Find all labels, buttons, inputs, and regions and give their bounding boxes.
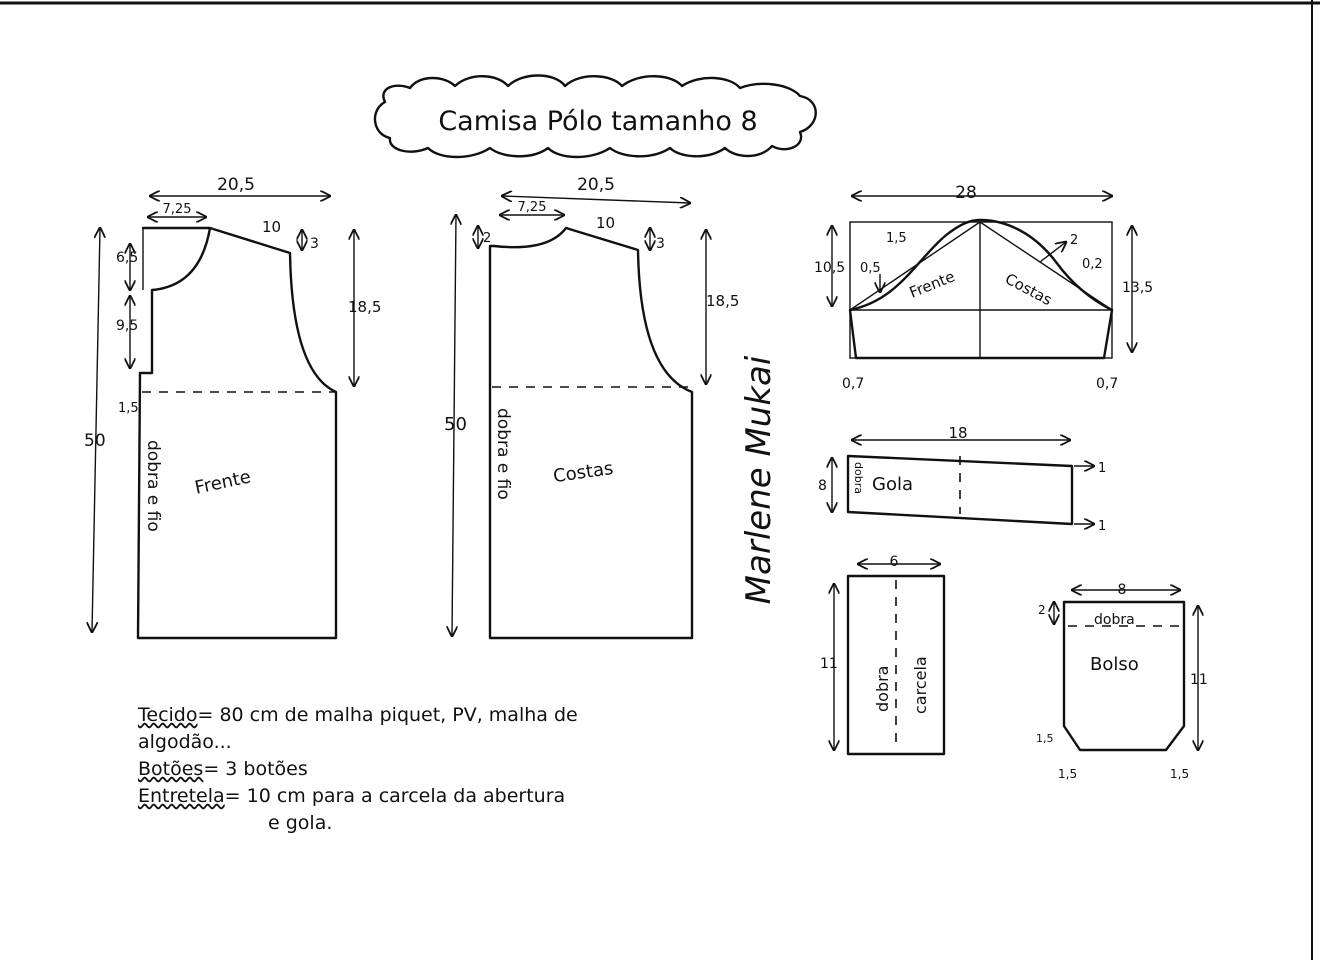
sleeve-curve-d-label: 0,2: [1082, 257, 1103, 272]
back-neck-depth-label: 2: [483, 231, 491, 246]
front-neck-label: 7,25: [163, 202, 192, 217]
pocket-outline: [1062, 600, 1186, 752]
collar-height-label: 8: [818, 478, 827, 494]
front-label: Frente: [193, 466, 253, 498]
back-length-label: 50: [444, 414, 467, 435]
front-fold-label: dobra e fio: [143, 440, 163, 532]
sleeve-back-label: Costas: [1002, 270, 1055, 310]
sleeve-piece: 28 10,5 13,5 1,5 0,5 2 0,2 Frente Costas…: [814, 183, 1153, 392]
interfacing-note: Entretela= 10 cm para a carcela da abert…: [138, 783, 758, 810]
title-cloud: Camisa Pólo tamanho 8: [373, 74, 817, 159]
sleeve-curve-a-label: 1,5: [886, 231, 907, 246]
back-shoulder-label: 10: [596, 214, 615, 232]
front-placket-width-label: 1,5: [118, 401, 139, 416]
sleeve-outline: [848, 218, 1114, 360]
front-neck-depth-label: 6,5: [116, 250, 138, 266]
pocket-piece: 8 11 2 dobra Bolso 1,5 1,5 1,5: [1036, 582, 1208, 781]
front-length-label: 50: [84, 431, 106, 451]
fabric-key: Tecido: [138, 704, 198, 726]
back-label: Costas: [552, 458, 615, 487]
pocket-fold-depth-label: 2: [1038, 603, 1046, 617]
page-title: Camisa Pólo tamanho 8: [438, 106, 757, 137]
placket-width-label: 6: [890, 554, 899, 570]
front-shoulder-label: 10: [262, 218, 281, 236]
fabric-note-2: algodão...: [138, 731, 232, 753]
collar-fold-label: dobra: [852, 462, 865, 494]
back-shoulder-drop-label: 3: [656, 236, 665, 252]
sleeve-hem-left-label: 0,7: [842, 376, 864, 392]
placket-fold-label: dobra: [873, 666, 892, 712]
signature: Marlene Mukai: [739, 355, 779, 604]
pocket-width-label: 8: [1118, 582, 1127, 598]
fabric-text: = 80 cm de malha piquet, PV, malha de: [197, 704, 578, 726]
placket-piece: 6 11 dobra carcela: [820, 554, 946, 756]
buttons-key: Botões: [138, 758, 204, 780]
front-shoulder-drop-label: 3: [310, 236, 319, 252]
sleeve-front-label: Frente: [907, 267, 958, 301]
pocket-label: Bolso: [1090, 654, 1139, 675]
interfacing-text: = 10 cm para a carcela da abertura: [224, 785, 566, 807]
placket-outline: [846, 574, 946, 756]
front-outline: [136, 226, 338, 640]
back-fold-label: dobra e fio: [493, 408, 513, 500]
sleeve-cap-front-label: 10,5: [814, 260, 845, 276]
sleeve-width-label: 28: [955, 183, 977, 203]
back-width-label: 20,5: [577, 175, 615, 195]
collar-piece: 18 8 1 1 Gola dobra: [818, 424, 1106, 534]
front-armhole-label: 18,5: [348, 298, 381, 316]
back-outline: [488, 226, 694, 640]
collar-outline: [846, 454, 1074, 526]
collar-tip-bottom-label: 1: [1098, 519, 1106, 534]
pocket-corner-left-label: 1,5: [1058, 767, 1077, 781]
front-placket-label: 9,5: [116, 318, 138, 334]
back-armhole-label: 18,5: [706, 292, 739, 310]
interfacing-key: Entretela: [138, 785, 225, 807]
back-neck-label: 7,25: [518, 200, 547, 215]
material-notes: Tecido= 80 cm de malha piquet, PV, malha…: [138, 702, 758, 837]
collar-length-label: 18: [948, 424, 967, 442]
signature-text: Marlene Mukai: [739, 355, 779, 604]
pocket-corner-right-label: 1,5: [1170, 767, 1189, 781]
fabric-note: Tecido= 80 cm de malha piquet, PV, malha…: [138, 702, 758, 729]
sleeve-curve-b-label: 0,5: [860, 261, 881, 276]
sleeve-cap-back-label: 13,5: [1122, 280, 1153, 296]
placket-height-label: 11: [820, 656, 838, 672]
front-width-label: 20,5: [217, 175, 255, 195]
back-piece: 20,5 7,25 10 3 2 18,5 50 Costas dobra e …: [444, 175, 739, 640]
pocket-fold-label: dobra: [1094, 612, 1135, 628]
front-piece: 20,5 7,25 10 3 6,5 9,5 1,5 18,5 50 Frent…: [84, 175, 381, 640]
collar-tip-top-label: 1: [1098, 461, 1106, 476]
buttons-text: = 3 botões: [203, 758, 308, 780]
collar-label: Gola: [872, 474, 913, 495]
placket-label: carcela: [911, 656, 930, 714]
pocket-height-label: 11: [1190, 672, 1208, 688]
interfacing-note-2: e gola.: [268, 812, 333, 834]
pocket-corner-height-label: 1,5: [1036, 732, 1054, 745]
sleeve-curve-c-label: 2: [1070, 233, 1078, 248]
sleeve-hem-right-label: 0,7: [1096, 376, 1118, 392]
buttons-note: Botões= 3 botões: [138, 756, 758, 783]
